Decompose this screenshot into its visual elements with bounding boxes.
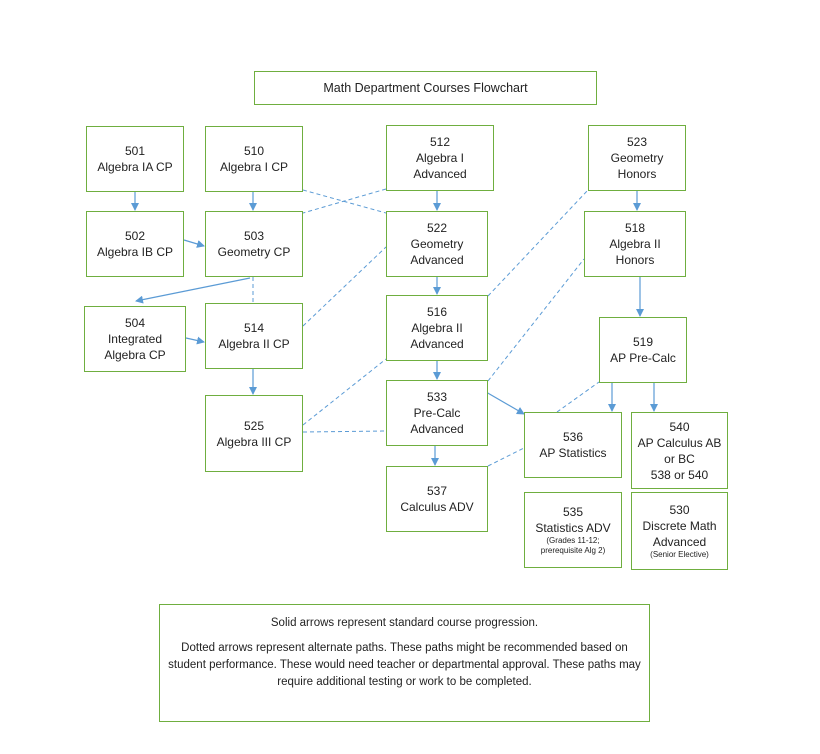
course-522-level: Advanced [410,253,464,267]
course-510-number: 510 [243,144,265,158]
course-box-514: 514 Algebra II CP [205,303,303,369]
course-535-note-prereq: prerequisite Alg 2) [540,546,606,555]
course-501-number: 501 [124,144,146,158]
arrow-503-to-504 [135,277,251,304]
dotted-516-to-523 [487,189,589,297]
course-503-number: 503 [243,229,265,243]
course-box-523: 523 Geometry Honors [588,125,686,191]
course-box-536: 536 AP Statistics [524,412,622,478]
course-533-level: Advanced [410,422,464,436]
course-530-name: Discrete Math [642,519,717,533]
course-502-number: 502 [124,229,146,243]
course-535-note-grades: (Grades 11-12; [546,536,600,545]
course-512-name: Algebra I [415,151,465,165]
course-box-540: 540 AP Calculus AB or BC 538 or 540 [631,412,728,489]
course-box-501: 501 Algebra IA CP [86,126,184,192]
arrow-533-to-536 [485,391,525,415]
legend-solid-text: Solid arrows represent standard course p… [270,617,539,629]
course-523-level: Honors [617,167,657,181]
course-box-535: 535 Statistics ADV (Grades 11-12; prereq… [524,492,622,568]
course-512-level: Advanced [413,167,467,181]
legend-dotted-text: Dotted arrows represent alternate paths.… [168,642,641,688]
course-502-name: Algebra IB CP [96,245,174,259]
dotted-525-to-533 [302,430,387,433]
course-525-name: Algebra III CP [216,434,292,449]
course-518-level: Honors [615,253,655,267]
course-533-name: Pre-Calc [413,406,461,420]
course-518-name: Algebra II [609,237,661,251]
course-514-name: Algebra II CP [218,337,290,351]
course-535-name: Statistics ADV [535,521,611,535]
course-box-503: 503 Geometry CP [205,211,303,277]
course-516-number: 516 [426,305,448,319]
course-536-number: 536 [562,430,584,444]
course-522-name: Geometry [410,237,464,251]
course-504-number: 504 [124,316,146,330]
course-box-512: 512 Algebra I Advanced [386,125,494,191]
course-537-number: 537 [426,484,448,498]
dotted-514-to-522 [302,246,387,327]
dotted-537-to-536 [487,447,525,467]
course-504-name: Integrated [107,332,163,346]
course-540-variant: or BC [664,451,695,466]
course-536-name: AP Statistics [539,446,607,460]
course-box-510: 510 Algebra I CP [205,126,303,192]
course-box-516: 516 Algebra II Advanced [386,295,488,361]
dotted-525-to-516 [302,358,387,426]
flowchart-title: Math Department Courses Flowchart [254,71,597,105]
course-519-name: AP Pre-Calc [610,351,676,365]
arrow-502-to-503 [183,239,205,248]
course-box-504: 504 Integrated Algebra CP [84,306,186,372]
course-530-number: 530 [669,503,690,517]
course-503-name: Geometry CP [217,245,291,259]
course-540-codes: 538 or 540 [650,467,709,482]
course-523-number: 523 [626,135,648,149]
course-box-502: 502 Algebra IB CP [86,211,184,277]
course-525-number: 525 [243,418,265,433]
course-510-name: Algebra I CP [219,160,289,174]
course-512-number: 512 [429,135,451,149]
flowchart-title-text: Math Department Courses Flowchart [323,81,528,95]
course-504-level: Algebra CP [104,348,166,362]
course-540-number: 540 [669,419,690,434]
course-523-name: Geometry [610,151,664,165]
course-540-name: AP Calculus AB [637,435,722,450]
dotted-533-to-518 [487,258,585,382]
course-522-number: 522 [426,221,448,235]
course-501-name: Algebra IA CP [97,160,173,174]
course-535-number: 535 [562,505,584,519]
dotted-512-to-503 [302,188,387,214]
dotted-536-to-519 [556,381,600,413]
course-530-level: Advanced [652,535,707,549]
course-box-519: 519 AP Pre-Calc [599,317,687,383]
course-box-530: 530 Discrete Math Advanced (Senior Elect… [631,492,728,570]
course-516-name: Algebra II [411,321,463,335]
course-box-518: 518 Algebra II Honors [584,211,686,277]
course-box-537: 537 Calculus ADV [386,466,488,532]
course-530-note: (Senior Elective) [650,550,709,559]
legend-box: Solid arrows represent standard course p… [159,604,650,722]
course-box-522: 522 Geometry Advanced [386,211,488,277]
course-519-number: 519 [632,335,654,349]
course-box-525: 525 Algebra III CP [205,395,303,472]
course-537-name: Calculus ADV [400,500,474,514]
course-533-number: 533 [426,390,448,404]
arrow-504-to-514 [185,336,205,345]
course-516-level: Advanced [410,337,464,351]
course-box-533: 533 Pre-Calc Advanced [386,380,488,446]
course-518-number: 518 [624,221,646,235]
course-514-number: 514 [243,321,265,335]
